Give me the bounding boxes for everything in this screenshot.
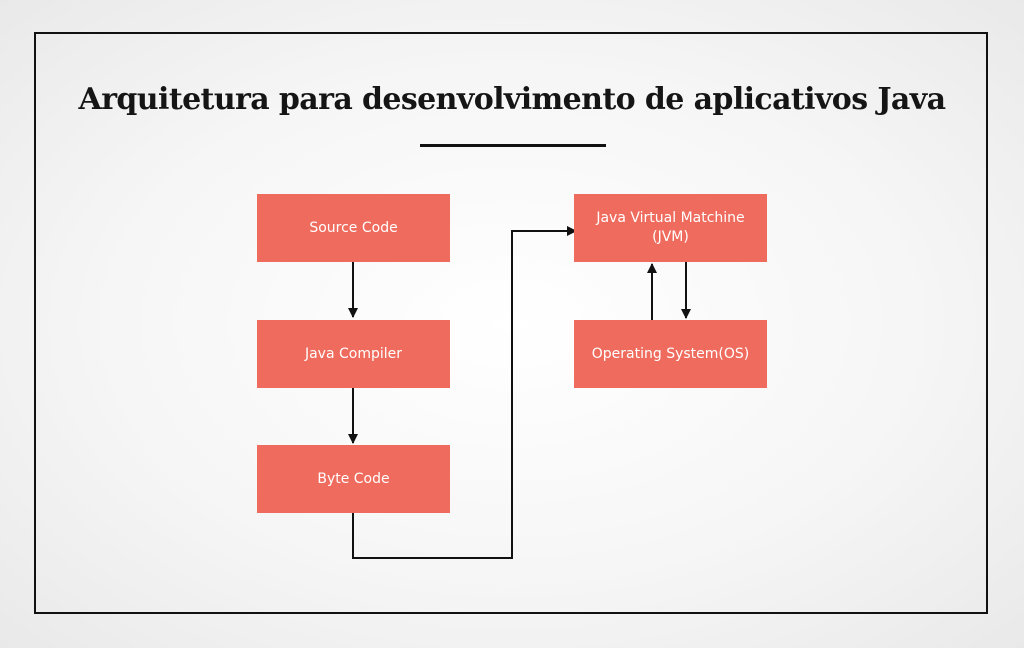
node-java-compiler: Java Compiler [257, 320, 450, 388]
title-underline [420, 144, 606, 147]
node-jvm: Java Virtual Matchine (JVM) [574, 194, 767, 262]
node-source-code: Source Code [257, 194, 450, 262]
diagram-frame [34, 32, 988, 614]
diagram-title: Arquitetura para desenvolvimento de apli… [78, 82, 947, 117]
node-byte-code: Byte Code [257, 445, 450, 513]
node-operating-system: Operating System(OS) [574, 320, 767, 388]
arrow-bytecode-to-jvm [352, 226, 577, 559]
